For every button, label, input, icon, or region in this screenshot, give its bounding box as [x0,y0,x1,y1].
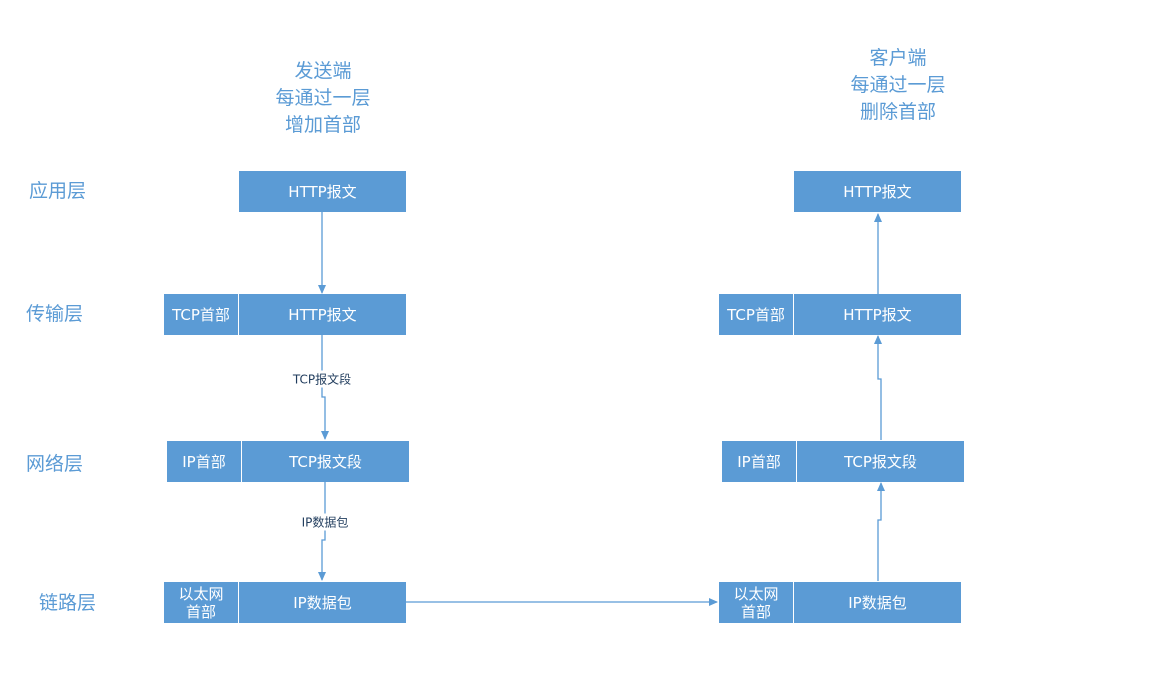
sender-caption: 发送端 每通过一层 增加首部 [213,58,433,139]
receiver-transport-http-message: HTTP报文 [794,294,961,335]
sender-link-header-line-2: 首部 [185,602,216,621]
receiver-caption: 客户端 每通过一层 删除首部 [788,45,1008,126]
receiver-transport-tcp-header: TCP首部 [719,294,794,335]
receiver-link-header-line-1: 以太网 [733,584,779,603]
receiver-link-ip-packet: IP数据包 [794,582,961,623]
layer-label-network: 网络层 [26,453,84,475]
receiver-link-ethernet-header: 以太网 首部 [719,582,794,623]
sender-network-to-link-arrow [318,481,326,581]
receiver-caption-line-1: 客户端 [869,47,927,69]
receiver-network-to-transport-arrow [874,335,882,440]
edge-label-tcp-segment: TCP报文段 [291,370,353,388]
receiver-network-tcp-segment: TCP报文段 [797,441,964,482]
sender-link-header-line-1: 以太网 [178,584,224,603]
sender-network-tcp-segment: TCP报文段 [242,441,409,482]
receiver-link-header-line-2: 首部 [740,602,771,621]
layer-label-application: 应用层 [29,180,87,202]
sender-network-ip-header: IP首部 [167,441,242,482]
sender-transport-to-network-arrow [321,334,329,440]
sender-transport-http-message: HTTP报文 [239,294,406,335]
sender-transport-tcp-header: TCP首部 [164,294,239,335]
receiver-caption-line-3: 删除首部 [859,101,936,123]
receiver-link-to-network-arrow [877,482,885,581]
sender-app-http-message: HTTP报文 [239,171,406,212]
sender-caption-line-2: 每通过一层 [275,87,371,109]
sender-link-ip-packet: IP数据包 [239,582,406,623]
sender-link-ethernet-header: 以太网 首部 [164,582,239,623]
receiver-caption-line-2: 每通过一层 [850,74,946,96]
layer-label-transport: 传输层 [26,303,84,325]
receiver-app-http-message: HTTP报文 [794,171,961,212]
edge-label-ip-packet: IP数据包 [300,513,350,531]
sender-caption-line-1: 发送端 [294,60,352,82]
receiver-network-ip-header: IP首部 [722,441,797,482]
sender-caption-line-3: 增加首部 [284,114,361,136]
layer-label-link: 链路层 [39,592,97,614]
